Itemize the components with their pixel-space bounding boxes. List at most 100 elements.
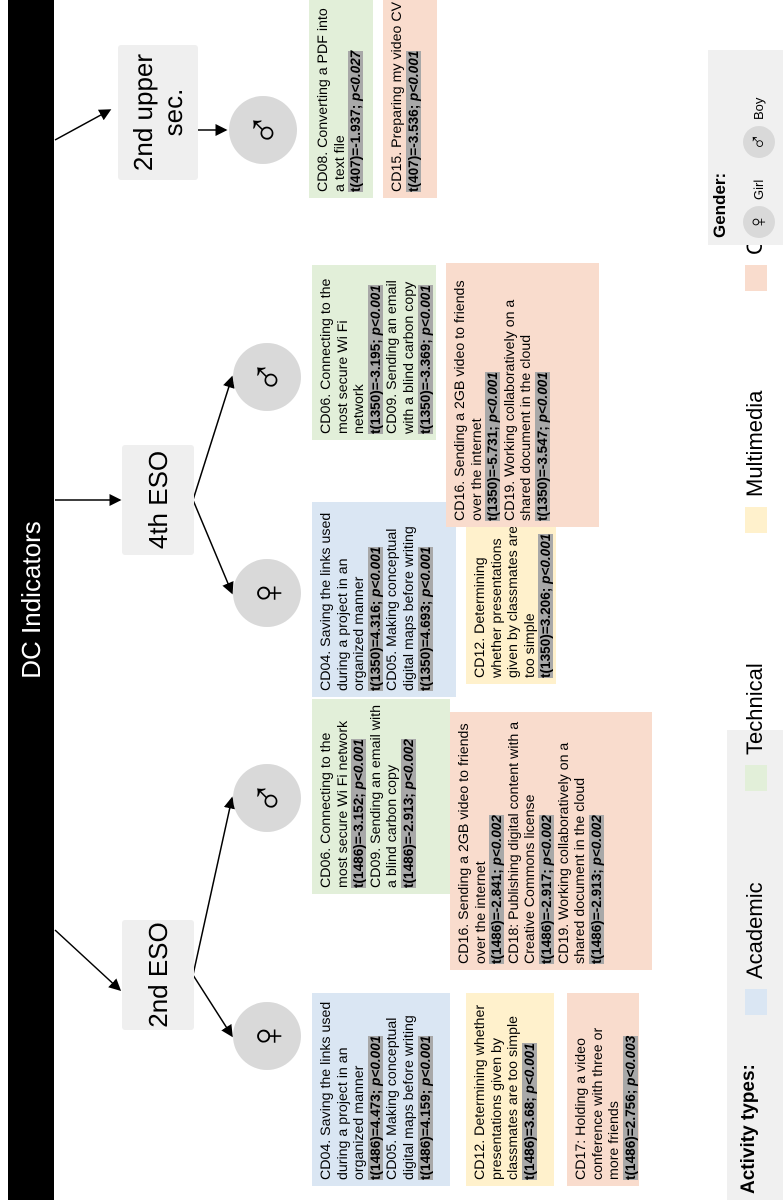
indicator-label: CD17: Holding a video conference with th… (573, 1027, 623, 1180)
indicator-stat: t(1486)=-2.917; p<0.002 (538, 815, 554, 964)
indicator-label: CD19. Working collaboratively on a share… (555, 742, 589, 964)
indicator-t-value: t(1350)=4.316; (367, 600, 383, 691)
indicator-stat: t(1350)=-3.369; p<0.001 (417, 285, 433, 434)
diagram-title-bar: DC Indicators (8, 0, 54, 1200)
indicator-label: CD06. Connecting to the most secure Wi F… (318, 720, 351, 888)
arrow-title-to-upper2 (54, 109, 112, 141)
legend-label-technical: Technical (742, 663, 767, 755)
male-symbol-icon: ♂ (229, 96, 297, 164)
indicator-label: CD05. Making conceptual digital maps bef… (384, 526, 417, 691)
indicator-label: CD18: Publishing digital content with a … (505, 721, 539, 964)
indicator-stat: t(1486)=2.756; p<0.003 (622, 1035, 638, 1180)
indicator-label: CD08. Converting a PDF into a text file (315, 8, 348, 192)
legend-swatch-multimedia (745, 507, 767, 533)
indicator-stat: t(1350)=3.206; p<0.001 (538, 533, 554, 678)
indicator-p-value: p<0.001 (534, 372, 550, 423)
indicator-label: CD16. Sending a 2GB video to friends ove… (452, 280, 485, 521)
indicator-box-communicative: CD16. Sending a 2GB video to friends ove… (446, 263, 599, 527)
indicator-t-value: t(1486)=4.473; (367, 1089, 383, 1180)
indicator-stat: t(1350)=-5.731; p<0.001 (485, 372, 501, 521)
indicator-p-value: p<0.002 (538, 815, 554, 866)
indicator-p-value: p<0.001 (538, 533, 554, 584)
indicator-item: CD12. Determining whether presentations … (472, 999, 538, 1180)
indicator-t-value: t(1350)=-5.731; (485, 426, 501, 521)
indicator-p-value: p<0.001 (417, 546, 433, 597)
indicator-stat: t(1350)=-3.195; p<0.001 (367, 285, 383, 434)
indicator-label: CD06. Connecting to the most secure Wi F… (318, 278, 368, 434)
indicator-label: CD09. Sending an email with a blind carb… (367, 705, 401, 888)
indicator-p-value: p<0.002 (400, 739, 416, 790)
arrow-eso2-to-male (192, 796, 236, 976)
indicator-box-communicative: CD16. Sending a 2GB video to friends ove… (450, 712, 652, 970)
indicator-box-academic: CD04. Saving the links used during a pro… (312, 993, 450, 1186)
indicator-stat: t(1350)=4.316; p<0.001 (367, 546, 383, 691)
indicator-label: CD04. Saving the links used during a pro… (318, 1001, 368, 1180)
indicator-item: CD04. Saving the links used during a pro… (318, 999, 384, 1180)
indicator-t-value: t(1350)=4.693; (417, 600, 433, 691)
indicator-t-value: t(1486)=-3.152; (351, 793, 367, 888)
male-symbol-icon: ♂ (233, 764, 301, 832)
indicator-p-value: p<0.001 (367, 546, 383, 597)
indicator-p-value: p<0.001 (417, 1035, 433, 1086)
indicator-stat: t(1486)=-2.841; p<0.002 (489, 815, 505, 964)
arrow-eso4-to-female (192, 499, 234, 595)
indicator-label: CD16. Sending a 2GB video to friends ove… (456, 723, 489, 964)
indicator-item: CD18: Publishing digital content with a … (506, 718, 556, 964)
legend-label-academic: Academic (742, 882, 767, 979)
indicator-t-value: t(1486)=4.159; (417, 1089, 433, 1180)
boy-symbol-icon: ♂ (743, 126, 775, 158)
indicator-label: CD05. Making conceptual digital maps bef… (384, 1015, 417, 1180)
indicator-t-value: t(1350)=-3.369; (417, 339, 433, 434)
female-symbol-icon: ♀ (233, 559, 301, 627)
indicator-p-value: p<0.027 (348, 50, 364, 101)
indicator-t-value: t(1486)=-2.841; (489, 869, 505, 964)
female-symbol-icon: ♀ (233, 1002, 301, 1070)
indicator-t-value: t(1350)=-3.547; (534, 426, 550, 521)
indicator-stat: t(1486)=4.473; p<0.001 (367, 1035, 383, 1180)
indicator-label: CD12. Determining whether presentations … (472, 525, 538, 678)
indicator-box-technical: CD06. Connecting to the most secure Wi F… (312, 699, 450, 894)
indicator-stat: t(1486)=4.159; p<0.001 (417, 1035, 433, 1180)
indicator-item: CD09. Sending an email with a blind carb… (384, 271, 434, 434)
level-box-2nd-upper-sec: 2nd upper sec. (118, 45, 198, 180)
indicator-stat: t(1486)=-2.913; p<0.002 (588, 815, 604, 964)
diagram-title: DC Indicators (15, 521, 46, 679)
indicator-item: CD16. Sending a 2GB video to friends ove… (456, 718, 506, 964)
legend-boy-label: Boy (751, 97, 766, 120)
indicator-p-value: p<0.001 (521, 1043, 537, 1094)
indicator-item: CD05. Making conceptual digital maps bef… (384, 508, 434, 691)
indicator-item: CD06. Connecting to the most secure Wi F… (318, 705, 368, 888)
indicator-p-value: p<0.001 (417, 285, 433, 336)
male-symbol-icon: ♂ (233, 343, 301, 411)
indicator-label: CD19. Working collaboratively on a share… (501, 299, 535, 521)
level-label: 4th ESO (143, 450, 173, 550)
indicator-stat: t(1486)=3.68; p<0.001 (521, 1043, 537, 1180)
arrow-title-to-eso2 (54, 929, 122, 992)
indicator-stat: t(407)=-1.937; p<0.027 (348, 50, 364, 192)
indicator-item: CD04. Saving the links used during a pro… (318, 508, 384, 691)
indicator-p-value: p<0.002 (588, 815, 604, 866)
indicator-t-value: t(1486)=3.68; (521, 1097, 537, 1180)
indicator-box-technical: CD06. Connecting to the most secure Wi F… (312, 265, 436, 440)
indicator-stat: t(1350)=-3.547; p<0.001 (534, 372, 550, 521)
indicator-label: CD15. Preparing my video CV (389, 1, 405, 192)
indicator-t-value: t(1350)=3.206; (538, 587, 554, 678)
indicator-label: CD04. Saving the links used during a pro… (318, 512, 368, 691)
indicator-label: CD12. Determining whether presentations … (472, 1004, 522, 1180)
indicator-box-communicative: CD17: Holding a video conference with th… (567, 993, 639, 1186)
arrow-eso4-to-male (192, 375, 235, 501)
indicator-item: CD05. Making conceptual digital maps bef… (384, 999, 434, 1180)
legend-swatch-technical (745, 765, 767, 791)
indicator-item: CD06. Connecting to the most secure Wi F… (318, 271, 384, 434)
indicator-t-value: t(1486)=-2.913; (400, 793, 416, 888)
indicator-item: CD19. Working collaboratively on a share… (502, 269, 552, 521)
indicator-item: CD16. Sending a 2GB video to friends ove… (452, 269, 502, 521)
indicator-p-value: p<0.003 (622, 1035, 638, 1086)
indicator-box-academic: CD04. Saving the links used during a pro… (312, 502, 456, 697)
indicator-item: CD09. Sending an email with a blind carb… (368, 705, 418, 888)
indicator-box-multimedia: CD12. Determining whether presentations … (466, 993, 554, 1186)
level-box-2nd-eso: 2nd ESO (122, 920, 194, 1030)
